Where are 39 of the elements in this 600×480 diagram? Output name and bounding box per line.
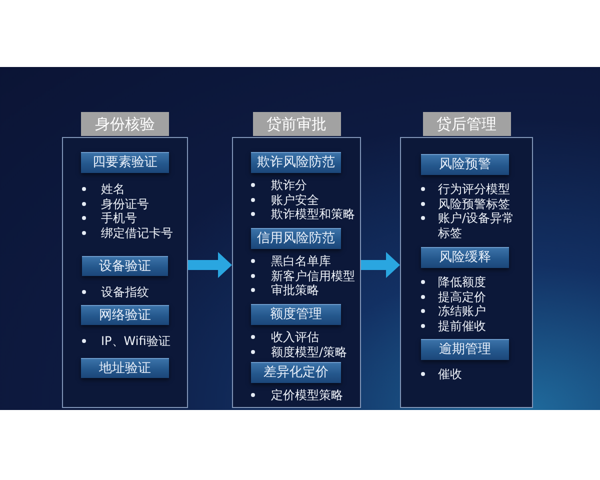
list-item-text: 审批策略	[271, 283, 320, 298]
section-heading: 信用风险防范	[251, 228, 341, 249]
list-item-text: 新客户信用模型	[271, 268, 356, 283]
list-item-text: IP、Wifi验证	[101, 334, 172, 348]
column-heading: 贷前审批	[252, 112, 340, 136]
list-item-text: 定价模型策略	[271, 388, 344, 402]
list-item-text: 绑定借记卡号	[101, 226, 174, 240]
list-item-text: 额度模型/策略	[271, 344, 348, 359]
list-item-text: 风险预警标签	[438, 196, 511, 211]
list-item-text: 提前催收	[438, 318, 487, 333]
section-heading: 逾期管理	[421, 339, 509, 360]
list-item-text: 欺诈模型和策略	[271, 207, 356, 222]
section-heading: 差异化定价	[251, 362, 341, 383]
section-heading: 风险预警	[421, 154, 509, 175]
list-item-text: 账户安全	[271, 192, 320, 207]
list-item-text: 账户/设备异常标签	[438, 211, 516, 240]
block-arrow	[361, 252, 400, 278]
section-heading: 网络验证	[81, 305, 169, 325]
list-item-text: 设备指纹	[101, 285, 150, 300]
list-item-text: 冻结账户	[438, 304, 487, 318]
list-item-text: 欺诈分	[271, 178, 308, 192]
list-item-text: 黑白名单库	[271, 254, 332, 268]
section-heading: 额度管理	[251, 304, 341, 325]
list-item-text: 催收	[438, 367, 463, 382]
list-item-text: 收入评估	[271, 330, 320, 344]
list-item-text: 降低额度	[438, 275, 487, 290]
block-arrow	[188, 252, 232, 278]
section-heading: 四要素验证	[81, 152, 169, 173]
list-item-text: 姓名	[101, 182, 126, 196]
section-heading: 地址验证	[81, 358, 169, 378]
list-item-text: 提高定价	[438, 290, 487, 304]
column-heading: 贷后管理	[422, 112, 510, 136]
list-item-text: 行为评分模型	[438, 182, 511, 196]
section-heading: 风险缓释	[421, 247, 509, 268]
section-heading: 设备验证	[82, 256, 168, 276]
section-heading: 欺诈风险防范	[251, 152, 341, 173]
list-item-text: 身份证号	[101, 196, 150, 211]
list-item-text: 手机号	[101, 211, 138, 226]
column-heading: 身份核验	[81, 112, 169, 136]
